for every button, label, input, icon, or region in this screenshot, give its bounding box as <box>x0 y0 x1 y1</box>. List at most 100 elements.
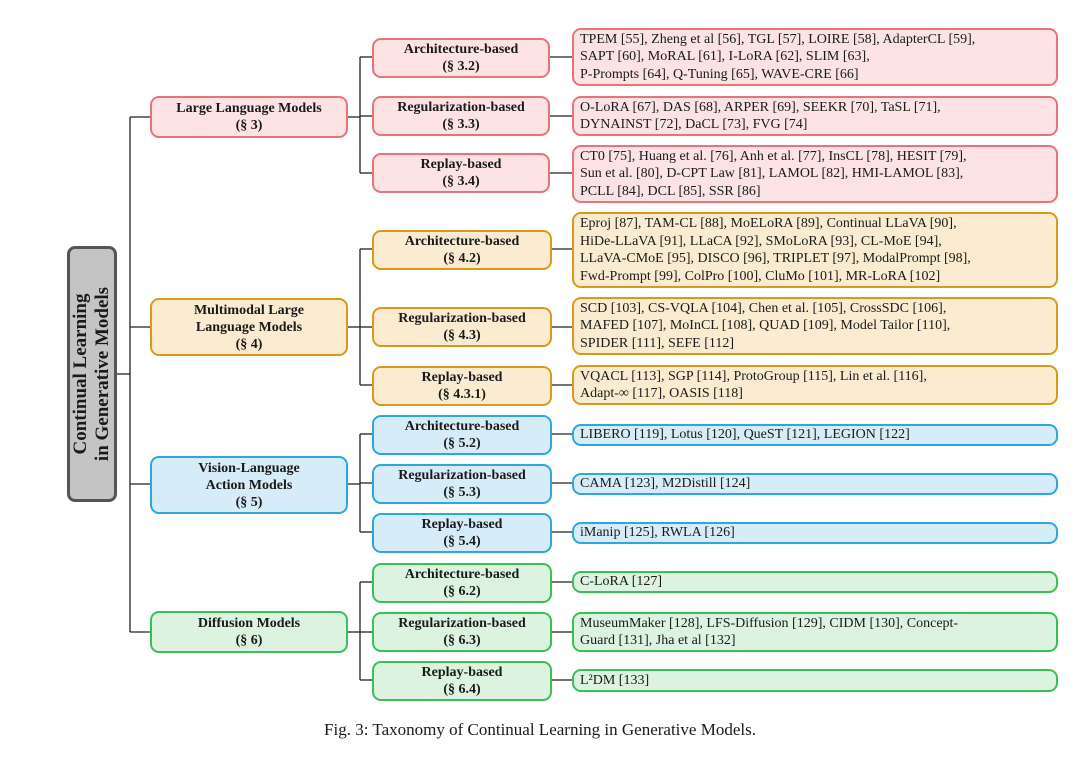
sub-mllm-regularization: Regularization-based (§ 4.3) <box>372 307 552 347</box>
paper-line: SPIDER [111], SEFE [112] <box>580 335 734 351</box>
sub-ref: (§ 3.3) <box>442 117 480 132</box>
sub-diffusion-regularization: Regularization-based (§ 6.3) <box>372 612 552 652</box>
category-diffusion-ref: (§ 6) <box>235 633 263 648</box>
category-vla-title2: Action Models <box>205 477 293 493</box>
leaf-vla-regularization: CAMA [123], M2Distill [124] <box>572 473 1058 495</box>
leaf-vla-architecture: LIBERO [119], Lotus [120], QueST [121], … <box>572 424 1058 446</box>
leaf-llm-regularization: O-LoRA [67], DAS [68], ARPER [69], SEEKR… <box>572 96 1058 136</box>
category-mllm: Multimodal Large Language Models (§ 4) <box>150 298 348 356</box>
sub-ref: (§ 3.4) <box>442 174 480 189</box>
category-llm-title: Large Language Models <box>176 101 322 116</box>
sub-title: Replay-based <box>421 517 503 532</box>
sub-ref: (§ 3.2) <box>442 59 480 74</box>
paper-line: TPEM [55], Zheng et al [56], TGL [57], L… <box>580 31 976 47</box>
paper-list: Eproj [87], TAM-CL [88], MoELoRA [89], C… <box>580 215 971 285</box>
paper-line: Adapt-∞ [117], OASIS [118] <box>580 386 743 401</box>
sub-title: Regularization-based <box>398 616 526 631</box>
sub-title: Replay-based <box>421 370 503 385</box>
paper-line: SCD [103], CS-VQLA [104], Chen et al. [1… <box>580 300 947 316</box>
paper-line: LLaVA-CMoE [95], DISCO [96], TRIPLET [97… <box>580 251 971 266</box>
sub-vla-replay: Replay-based (§ 5.4) <box>372 513 552 553</box>
category-llm: Large Language Models (§ 3) <box>150 96 348 138</box>
paper-list: SCD [103], CS-VQLA [104], Chen et al. [1… <box>580 300 950 353</box>
sub-diffusion-architecture: Architecture-based (§ 6.2) <box>372 563 552 603</box>
sub-title: Replay-based <box>421 665 503 680</box>
leaf-llm-replay: CT0 [75], Huang et al. [76], Anh et al. … <box>572 145 1058 203</box>
sub-title: Architecture-based <box>404 567 520 582</box>
paper-list: VQACL [113], SGP [114], ProtoGroup [115]… <box>580 368 927 403</box>
category-vla-ref: (§ 5) <box>235 494 263 510</box>
paper-line: HiDe-LLaVA [91], LLaCA [92], SMoLoRA [93… <box>580 233 942 249</box>
sub-ref: (§ 6.3) <box>443 633 481 648</box>
paper-list: O-LoRA [67], DAS [68], ARPER [69], SEEKR… <box>580 99 941 134</box>
leaf-mllm-regularization: SCD [103], CS-VQLA [104], Chen et al. [1… <box>572 297 1058 355</box>
root-label-line2: in Generative Models <box>92 286 113 462</box>
sub-diffusion-replay: Replay-based (§ 6.4) <box>372 661 552 701</box>
paper-line: DYNAINST [72], DaCL [73], FVG [74] <box>580 117 808 132</box>
category-llm-ref: (§ 3) <box>235 118 263 133</box>
paper-line: PCLL [84], DCL [85], SSR [86] <box>580 183 761 199</box>
sub-mllm-architecture: Architecture-based (§ 4.2) <box>372 230 552 270</box>
leaf-diffusion-replay: L²DM [133] <box>572 669 1058 692</box>
sub-ref: (§ 5.2) <box>443 436 481 451</box>
paper-line: P-Prompts [64], Q-Tuning [65], WAVE-CRE … <box>580 66 859 82</box>
sub-ref: (§ 5.3) <box>443 485 481 500</box>
paper-line: C-LoRA [127] <box>580 574 663 590</box>
paper-line: iManip [125], RWLA [126] <box>580 525 735 541</box>
leaf-llm-architecture: TPEM [55], Zheng et al [56], TGL [57], L… <box>572 28 1058 86</box>
leaf-vla-replay: iManip [125], RWLA [126] <box>572 522 1058 544</box>
sub-llm-replay: Replay-based (§ 3.4) <box>372 153 550 193</box>
category-mllm-title1: Multimodal Large <box>193 302 305 318</box>
category-diffusion-title: Diffusion Models <box>197 616 301 631</box>
paper-line: Guard [131], Jha et al [132] <box>580 633 736 648</box>
leaf-mllm-replay: VQACL [113], SGP [114], ProtoGroup [115]… <box>572 365 1058 405</box>
category-mllm-title2: Language Models <box>195 319 303 335</box>
paper-line: MAFED [107], MoInCL [108], QUAD [109], M… <box>580 318 951 334</box>
paper-list: MuseumMaker [128], LFS-Diffusion [129], … <box>580 615 958 650</box>
paper-line: Fwd-Prompt [99], ColPro [100], CluMo [10… <box>580 268 941 284</box>
sub-ref: (§ 6.4) <box>443 682 481 697</box>
paper-line: CT0 [75], Huang et al. [76], Anh et al. … <box>580 148 967 164</box>
leaf-diffusion-architecture: C-LoRA [127] <box>572 571 1058 593</box>
paper-line: O-LoRA [67], DAS [68], ARPER [69], SEEKR… <box>580 99 941 115</box>
sub-llm-regularization: Regularization-based (§ 3.3) <box>372 96 550 136</box>
paper-list: CT0 [75], Huang et al. [76], Anh et al. … <box>580 148 966 201</box>
paper-line: SAPT [60], MoRAL [61], I-LoRA [62], SLIM… <box>580 49 870 65</box>
figure-caption: Fig. 3: Taxonomy of Continual Learning i… <box>324 720 756 739</box>
category-mllm-ref: (§ 4) <box>235 336 263 352</box>
sub-vla-architecture: Architecture-based (§ 5.2) <box>372 415 552 455</box>
sub-title: Architecture-based <box>403 42 519 57</box>
sub-ref: (§ 4.3) <box>443 328 481 343</box>
sub-llm-architecture: Architecture-based (§ 3.2) <box>372 38 550 78</box>
paper-line: Sun et al. [80], D-CPT Law [81], LAMOL [… <box>580 166 964 182</box>
paper-line: MuseumMaker [128], LFS-Diffusion [129], … <box>580 615 959 631</box>
sub-ref: (§ 6.2) <box>443 584 481 599</box>
paper-list: TPEM [55], Zheng et al [56], TGL [57], L… <box>580 31 975 84</box>
leaf-mllm-architecture: Eproj [87], TAM-CL [88], MoELoRA [89], C… <box>572 212 1058 288</box>
category-vla-title1: Vision-Language <box>198 460 300 476</box>
root-label-line1: Continual Learning <box>70 293 91 455</box>
sub-mllm-replay: Replay-based (§ 4.3.1) <box>372 366 552 406</box>
sub-ref: (§ 4.2) <box>443 251 481 266</box>
sub-title: Regularization-based <box>397 100 525 115</box>
sub-title: Replay-based <box>420 157 502 172</box>
leaf-diffusion-regularization: MuseumMaker [128], LFS-Diffusion [129], … <box>572 612 1058 652</box>
sub-title: Architecture-based <box>404 234 520 249</box>
paper-line: VQACL [113], SGP [114], ProtoGroup [115]… <box>580 368 927 384</box>
sub-title: Architecture-based <box>404 419 520 434</box>
sub-ref: (§ 5.4) <box>443 534 481 549</box>
paper-line: L²DM [133] <box>580 672 650 688</box>
root-label: Continual Learning in Generative Models <box>70 254 114 494</box>
sub-title: Regularization-based <box>398 311 526 326</box>
category-vla: Vision-Language Action Models (§ 5) <box>150 456 348 514</box>
sub-title: Regularization-based <box>398 468 526 483</box>
root-node: Continual Learning in Generative Models <box>67 246 117 502</box>
sub-ref: (§ 4.3.1) <box>438 387 486 402</box>
sub-vla-regularization: Regularization-based (§ 5.3) <box>372 464 552 504</box>
paper-line: LIBERO [119], Lotus [120], QueST [121], … <box>580 427 910 443</box>
paper-line: Eproj [87], TAM-CL [88], MoELoRA [89], C… <box>580 216 957 231</box>
paper-line: CAMA [123], M2Distill [124] <box>580 476 751 492</box>
category-diffusion: Diffusion Models (§ 6) <box>150 611 348 653</box>
